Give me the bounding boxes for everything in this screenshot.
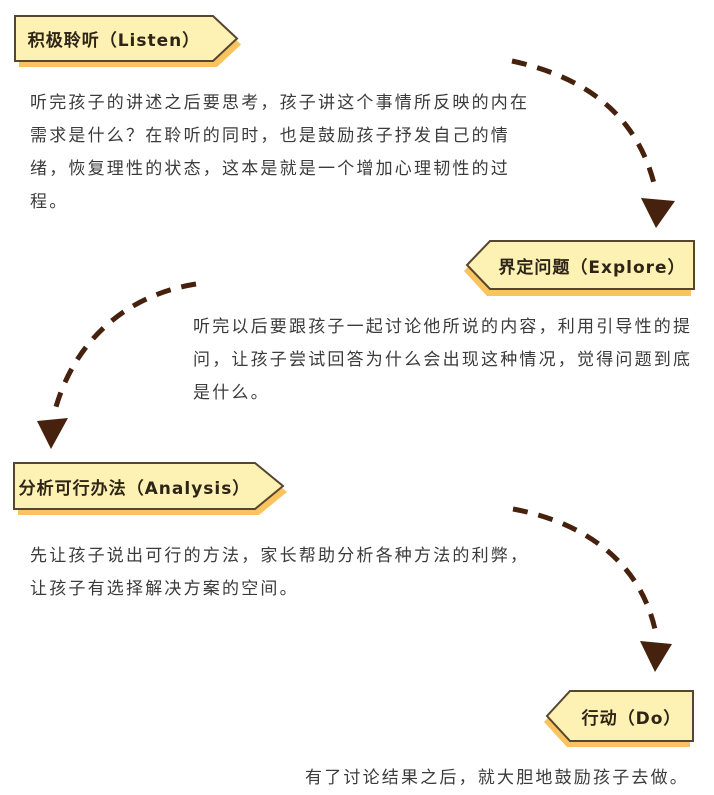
banner-face (13, 462, 285, 510)
banner-explore-label: 界定问题（Explore） (498, 257, 686, 278)
paragraph-line: 程。 (30, 192, 69, 212)
paragraph-listen: 听完孩子的讲述之后要思考，孩子讲这个事情所反映的内在 需求是什么？在聆听的同时，… (30, 87, 529, 219)
banner-explore-shape (464, 240, 695, 296)
paragraph-line: 绪，恢复理性的状态，这本是就是一个增加心理韧性的过 (30, 159, 510, 179)
arrowhead-down-icon (640, 641, 672, 672)
arrowhead-down-icon (37, 418, 68, 449)
paragraph-explore: 听完以后要跟孩子一起讨论他所说的内容，利用引导性的提 问，让孩子尝试回答为什么会… (193, 311, 692, 410)
banner-face (545, 690, 694, 742)
paragraph-line: 让孩子有选择解决方案的空间。 (30, 579, 299, 599)
banner-listen: 积极聆听（Listen） (14, 15, 246, 73)
paragraph-line: 问，让孩子尝试回答为什么会出现这种情况，觉得问题到底 (193, 350, 693, 370)
paragraph-do: 有了讨论结果之后，就大胆地鼓励孩子去做。 (305, 762, 689, 795)
banner-analysis-shape (13, 462, 287, 515)
paragraph-line: 需求是什么？在聆听的同时，也是鼓励孩子抒发自己的情 (30, 126, 510, 146)
banner-listen-shape (14, 15, 241, 67)
banner-listen-label: 积极聆听（Listen） (27, 31, 201, 51)
paragraph-line: 先让孩子说出可行的方法，家长帮助分析各种方法的利弊， (30, 546, 530, 566)
arrow-analysis-to-do (512, 506, 659, 635)
banner-analysis: 分析可行办法（Analysis） (13, 462, 291, 522)
arrowhead-down-icon (641, 198, 675, 228)
banner-explore: 界定问题（Explore） (461, 240, 699, 302)
banner-face (14, 15, 239, 62)
paragraph-line: 听完孩子的讲述之后要思考，孩子讲这个事情所反映的内在 (30, 93, 530, 113)
banner-analysis-label: 分析可行办法（Analysis） (18, 478, 251, 499)
paragraph-line: 听完以后要跟孩子一起讨论他所说的内容，利用引导性的提 (193, 317, 693, 337)
paragraph-line: 是什么。 (193, 383, 270, 403)
banner-do: 行动（Do） (541, 690, 699, 752)
banner-face (465, 240, 695, 290)
arrow-listen-to-explore (511, 58, 659, 193)
paragraph-analysis: 先让孩子说出可行的方法，家长帮助分析各种方法的利弊， 让孩子有选择解决方案的空间… (30, 540, 529, 606)
banner-do-shape (544, 690, 694, 747)
banner-do-label: 行动（Do） (581, 708, 682, 729)
arrow-explore-to-analysis (51, 281, 197, 415)
paragraph-line: 有了讨论结果之后，就大胆地鼓励孩子去做。 (305, 768, 689, 788)
